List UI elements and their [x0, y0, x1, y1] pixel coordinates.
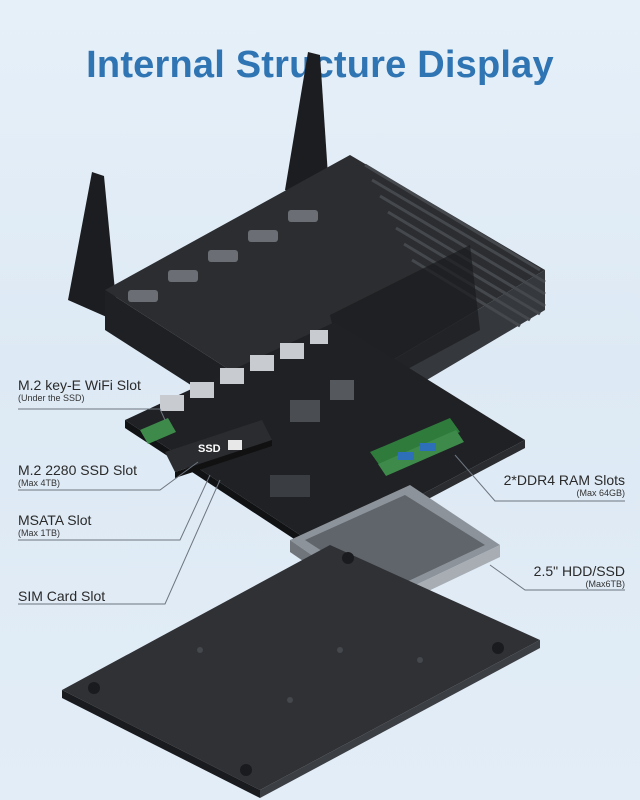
callout-sim-slot: SIM Card Slot — [18, 588, 105, 604]
ram-modules — [370, 418, 464, 476]
ram-slots-note: (Max 64GB) — [576, 488, 625, 498]
wifi-slot-label: M.2 key-E WiFi Slot — [18, 377, 141, 393]
bottom-plate — [62, 545, 540, 798]
callout-ram-slots: 2*DDR4 RAM Slots (Max 64GB) — [504, 472, 625, 499]
callout-ssd-slot: M.2 2280 SSD Slot (Max 4TB) — [18, 462, 137, 489]
callout-wifi-slot: M.2 key-E WiFi Slot (Under the SSD) — [18, 377, 141, 404]
callout-msata-slot: MSATA Slot (Max 1TB) — [18, 512, 91, 539]
msata-slot-label: MSATA Slot — [18, 512, 92, 528]
ssd-slot-label: M.2 2280 SSD Slot — [18, 462, 138, 478]
hdd-bay-label: 2.5" HDD/SSD — [533, 563, 625, 579]
m2-ssd-module: SSD — [165, 420, 272, 478]
hdd-bay-note: (Max6TB) — [585, 579, 625, 589]
serial-ports — [128, 210, 318, 302]
msata-slot-note: (Max 1TB) — [18, 528, 61, 538]
ram-slots-label: 2*DDR4 RAM Slots — [503, 472, 625, 488]
wifi-slot-note: (Under the SSD) — [18, 393, 85, 403]
ssd-chip-label: SSD — [198, 443, 221, 455]
callout-hdd-bay: 2.5" HDD/SSD (Max6TB) — [534, 563, 625, 590]
ssd-slot-note: (Max 4TB) — [18, 478, 61, 488]
leader-lines — [18, 408, 625, 605]
sim-slot-label: SIM Card Slot — [18, 588, 106, 604]
